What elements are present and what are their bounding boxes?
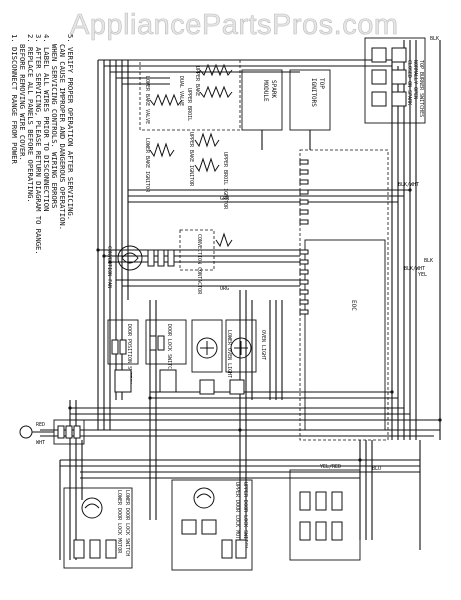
upper-door-lock-switch-label: UPPER DOOR LOCK SWITCH xyxy=(242,482,248,548)
lower-door-lock-motor-label: LOWER DOOR LOCK MOTOR xyxy=(116,490,122,554)
control-pins xyxy=(299,159,309,315)
note-line-7: CAN CAUSE IMPROPER AND DANGEROUS OPERATI… xyxy=(58,44,67,230)
electronic-oven-control: EOC BLK/WHT YEL BLK/WHT BLK xyxy=(299,149,433,441)
convection-contactor: CONVECTION CONTACTOR ORG GRN xyxy=(179,196,233,295)
note-line-3: 2. REPLACE ALL PANELS BEFORE OPERATING. xyxy=(26,34,35,203)
note-line-5: 4. LABEL ALL WIRES PRIOR TO DISCONNECTIO… xyxy=(42,34,51,211)
top-ignitors-label-1: TOP xyxy=(318,78,325,89)
upper-broil-label: UPPER BROIL xyxy=(186,88,192,121)
wire-label-blk-top: BLK xyxy=(430,36,439,42)
junction-dots xyxy=(68,188,442,462)
wire-label-org: ORG xyxy=(220,286,229,292)
top-ignitors-label-2: IGNITORS xyxy=(310,78,317,107)
wire-label-red: RED xyxy=(36,422,45,428)
convection-fan: CONVECTION FAN xyxy=(106,245,175,288)
lower-door-lock-switch-label: LOWER DOOR LOCK SWITCH xyxy=(124,490,130,556)
spark-module-label-1: SPARK xyxy=(270,80,277,98)
top-switches-label-2: NORMALLY OPEN xyxy=(412,60,418,99)
relay-switches-mid xyxy=(114,369,245,395)
watermark-text: AppliancePartsPros.com xyxy=(70,9,399,41)
spark-module: SPARK MODULE xyxy=(241,69,311,150)
convection-contactor-label: CONVECTION CONTACTOR xyxy=(196,234,202,295)
wire-label-yel: YEL xyxy=(418,272,427,278)
wire-label-blk-wht-2: BLK/WHT xyxy=(404,266,425,272)
door-position-switch: DOOR POSITION SWITCH xyxy=(107,319,139,384)
convection-fan-label: CONVECTION FAN xyxy=(106,246,112,288)
note-line-6: WHEN SERVICING CONTROLS. WIRING ERRORS xyxy=(50,44,59,208)
upper-bake-ignitor-label: UPPER BAKE IGNITOR xyxy=(188,132,194,187)
control-label: EOC xyxy=(350,300,357,311)
wire-label-blu: BLU xyxy=(372,466,381,472)
note-line-4: 3. AFTER SERVICING, PLEASE RETURN DIAGRA… xyxy=(34,34,43,255)
service-notes: 1. DISCONNECT RANGE FROM POWER BEFORE RE… xyxy=(10,34,75,255)
right-connector-block: YEL/RED BLU xyxy=(289,464,381,561)
upper-door-lock-motor-label: UPPER DOOR LOCK MOTOR xyxy=(234,482,240,546)
lower-oven-light-label: LOWER OVEN LIGHT xyxy=(226,330,232,378)
wire-label-wht: WHT xyxy=(36,440,45,446)
wire-label-yel-red: YEL/RED xyxy=(320,464,341,470)
door-lock-switch-label: DOOR LOCK SWITCH xyxy=(166,324,172,372)
door-position-switch-label: DOOR POSITION SWITCH xyxy=(126,324,132,384)
terminal-block: WHT RED xyxy=(19,419,85,446)
note-line-1: 1. DISCONNECT RANGE FROM POWER xyxy=(10,34,19,164)
lower-bake-valve-label: LOWER BAKE VALVE xyxy=(144,76,150,124)
lower-door-lock-assembly: LOWER DOOR LOCK MOTOR LOWER DOOR LOCK SW… xyxy=(63,487,133,569)
top-switches-label-3: CLOSED ON SPARK xyxy=(406,60,412,105)
note-line-2: BEFORE REMOVING WIRE COVER. xyxy=(18,44,27,161)
top-burner-switches: TOP BURNER SWITCHES NORMALLY OPEN CLOSED… xyxy=(364,36,439,124)
bake-ignitors: UPPER BAKE IGNITOR UPPER BROIL IGNITOR L… xyxy=(144,132,228,210)
dual-valve-label: DUAL VALVE xyxy=(178,76,184,106)
note-line-8: 5. VERIFY PROPER OPERATION AFTER SERVICI… xyxy=(66,34,75,220)
gas-valves: UPPER BAKE UPPER BROIL DUAL VALVE LOWER … xyxy=(139,59,241,131)
upper-door-lock-assembly: UPPER DOOR LOCK MOTOR UPPER DOOR LOCK SW… xyxy=(171,479,253,571)
upper-broil-ignitor-label: UPPER BROIL IGNITOR xyxy=(222,152,228,210)
spark-module-label-2: MODULE xyxy=(262,80,269,102)
lower-bake-ignitor-label: LOWER BAKE IGNITOR xyxy=(144,138,150,193)
top-switches-label-1: TOP BURNER SWITCHES xyxy=(418,60,424,117)
wire-label-blk: BLK xyxy=(424,258,433,264)
oven-lights: LOWER OVEN LIGHT OVEN LIGHT xyxy=(191,319,266,378)
wire-label-blk-wht-1: BLK/WHT xyxy=(398,182,419,188)
upper-bake-label: UPPER BAKE xyxy=(194,66,200,96)
door-lock-switch: DOOR LOCK SWITCH xyxy=(145,319,187,372)
top-ignitors: TOP IGNITORS xyxy=(289,69,331,131)
oven-light-label: OVEN LIGHT xyxy=(260,330,266,360)
wire-label-grn: GRN xyxy=(220,196,229,202)
